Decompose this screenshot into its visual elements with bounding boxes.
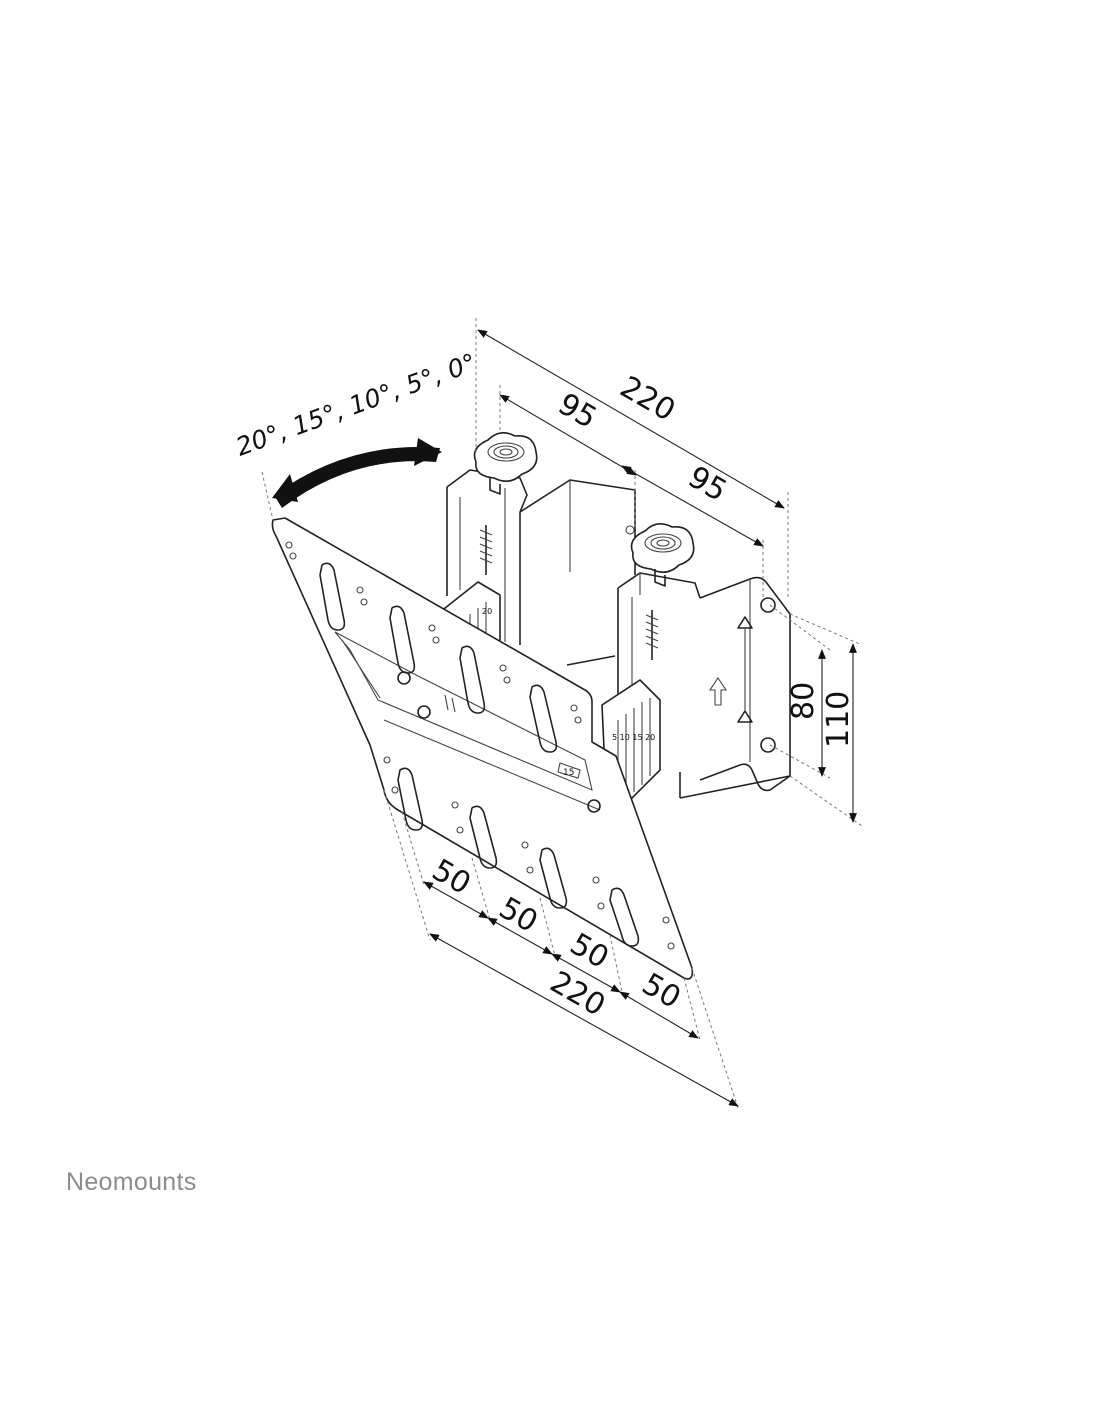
dim-top-left-95: 95: [552, 387, 603, 436]
dim-plate-50-1: 50: [426, 853, 477, 902]
tilt-arrow: [272, 438, 442, 508]
bottom-dimension-lines: [383, 789, 739, 1109]
tilt-angles-label: 20°, 15°, 10°, 5°, 0°: [232, 348, 480, 462]
plate-tilt-scale: 15: [563, 768, 574, 778]
right-tilt-scale: 5 10 15 20: [612, 733, 655, 742]
left-tension-knob: [473, 432, 538, 495]
dim-plate-50-3: 50: [564, 927, 615, 976]
left-tilt-scale: 20: [482, 607, 492, 616]
dim-plate-50-2: 50: [493, 891, 544, 940]
dim-top-right-95: 95: [682, 460, 733, 509]
dim-side-80: 80: [786, 682, 821, 720]
side-dimension-lines: [769, 604, 863, 827]
dim-plate-total: 220: [544, 965, 611, 1024]
brand-logo-text: Neomounts: [66, 1168, 197, 1196]
dim-top-total: 220: [614, 370, 681, 429]
dim-side-110: 110: [821, 691, 856, 748]
wall-flange: [699, 576, 791, 792]
top-dimension-lines: [261, 318, 789, 600]
right-clamp: [617, 572, 701, 700]
